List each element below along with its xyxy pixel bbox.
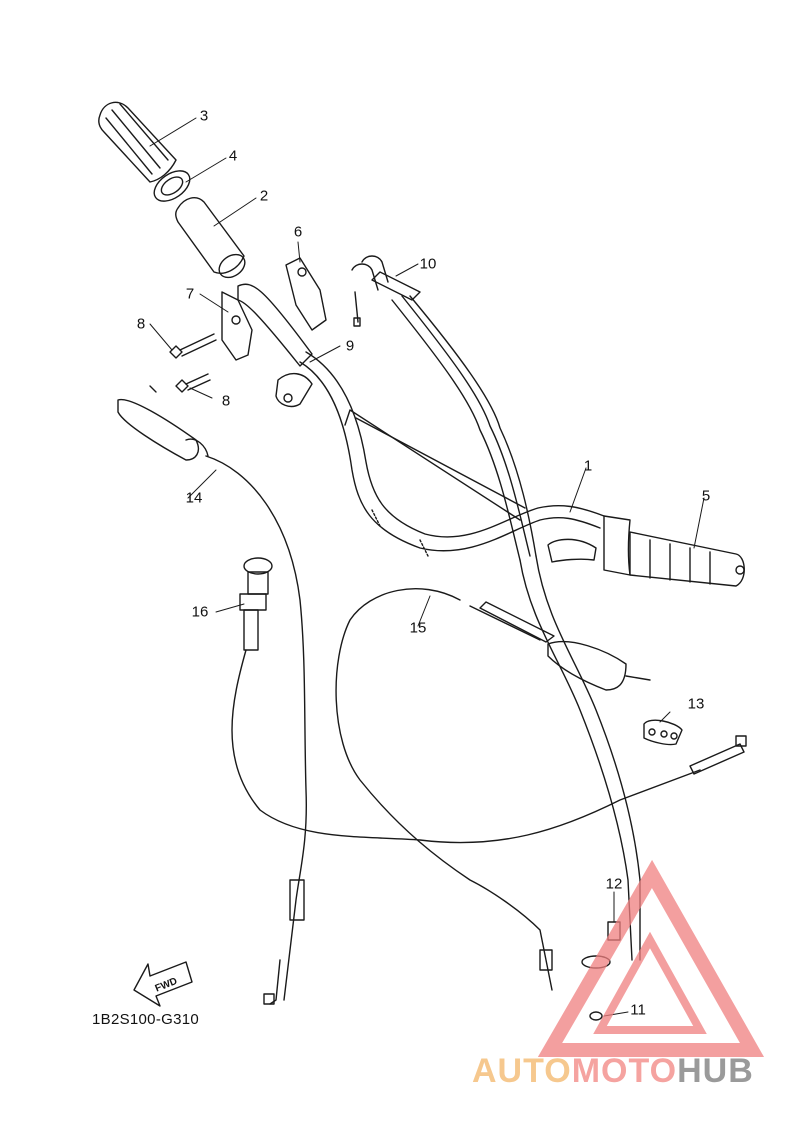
callout-13: 13 xyxy=(687,695,705,713)
brand-part-moto: MOTO xyxy=(571,1052,678,1090)
clutch-cable xyxy=(205,455,308,1005)
fwd-arrow-icon xyxy=(133,961,193,1007)
diagram-code: 1B2S100-G310 xyxy=(92,1011,200,1028)
grip-ring xyxy=(153,170,191,202)
choke-cable xyxy=(231,557,747,844)
callout-16: 16 xyxy=(191,603,209,621)
clamp xyxy=(275,373,313,408)
watermark-logo xyxy=(537,859,765,1057)
callout-11: 11 xyxy=(630,1001,646,1019)
watermark-brand: AUTOMOTOHUB xyxy=(472,1052,754,1091)
callout-6: 6 xyxy=(293,223,303,241)
throttle-tube xyxy=(175,197,246,279)
callout-14: 14 xyxy=(185,489,203,507)
hot-start-cable xyxy=(335,588,651,991)
brand-part-hub: HUB xyxy=(677,1052,754,1090)
handlebar xyxy=(299,351,605,557)
callout-1: 1 xyxy=(583,457,593,475)
right-grip xyxy=(547,515,745,587)
callout-8a: 8 xyxy=(136,315,146,333)
callout-9: 9 xyxy=(345,337,355,355)
screws xyxy=(169,333,217,393)
callout-8b: 8 xyxy=(221,392,231,410)
throttle-cables xyxy=(351,255,641,961)
left-grip xyxy=(98,101,177,183)
callout-15: 15 xyxy=(409,619,427,637)
leader-lines xyxy=(149,117,705,1017)
callout-4: 4 xyxy=(228,147,238,165)
callout-7: 7 xyxy=(185,285,195,303)
clutch-lever-left xyxy=(117,385,209,461)
callout-10: 10 xyxy=(419,255,437,273)
cable-guide xyxy=(643,719,683,746)
callout-3: 3 xyxy=(199,107,209,125)
brand-part-auto: AUTO xyxy=(472,1052,572,1090)
callout-2: 2 xyxy=(259,187,269,205)
callout-5: 5 xyxy=(701,487,711,505)
callout-12: 12 xyxy=(605,875,623,893)
